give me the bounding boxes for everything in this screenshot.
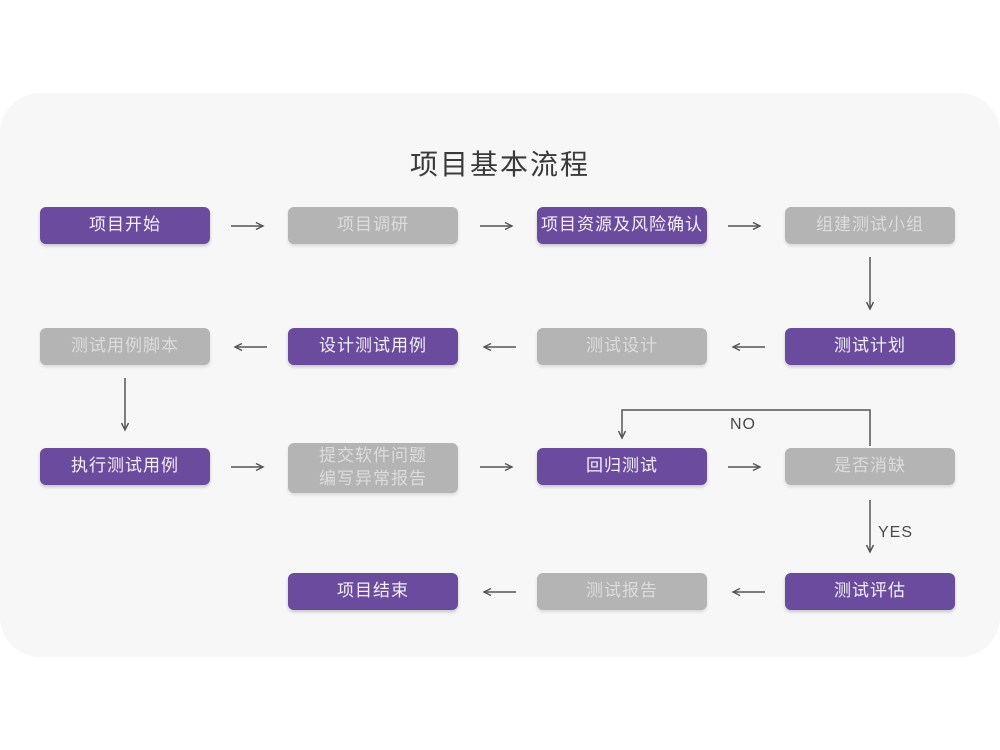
flow-node-test-report: 测试报告 (537, 573, 707, 610)
node-label: 回归测试 (586, 456, 658, 476)
flow-node-project-research: 项目调研 (288, 207, 458, 244)
node-label: 测试报告 (586, 581, 658, 601)
flow-node-build-test-team: 组建测试小组 (785, 207, 955, 244)
flow-node-run-cases: 执行测试用例 (40, 448, 210, 485)
node-label: 提交软件问题 (319, 446, 427, 466)
node-label: 执行测试用例 (71, 456, 179, 476)
node-label: 项目调研 (337, 215, 409, 235)
node-label-line2: 编写异常报告 (319, 469, 427, 488)
no-branch-label: NO (730, 416, 756, 433)
node-label: 设计测试用例 (319, 336, 427, 356)
flow-node-submit-issues: 提交软件问题 编写异常报告 (288, 443, 458, 493)
node-label: 组建测试小组 (816, 215, 924, 235)
node-label: 测试评估 (834, 581, 906, 601)
node-label: 测试设计 (586, 336, 658, 356)
flow-node-project-end: 项目结束 (288, 573, 458, 610)
yes-branch-label: YES (878, 524, 914, 541)
node-label: 是否消缺 (834, 456, 906, 476)
flow-node-design-cases: 设计测试用例 (288, 328, 458, 365)
flow-node-test-design: 测试设计 (537, 328, 707, 365)
node-label: 项目资源及风险确认 (541, 215, 703, 235)
flow-node-project-start: 项目开始 (40, 207, 210, 244)
flow-node-regression-test: 回归测试 (537, 448, 707, 485)
node-label: 项目开始 (89, 215, 161, 235)
page-title: 项目基本流程 (409, 149, 590, 180)
flow-node-test-plan: 测试计划 (785, 328, 955, 365)
flow-node-test-evaluation: 测试评估 (785, 573, 955, 610)
node-label: 测试用例脚本 (71, 336, 179, 356)
flow-node-defect-cleared: 是否消缺 (785, 448, 955, 485)
flow-node-case-script: 测试用例脚本 (40, 328, 210, 365)
flowchart-card (0, 93, 1000, 657)
flow-node-resources-risk: 项目资源及风险确认 (537, 207, 707, 244)
node-label: 项目结束 (337, 581, 409, 601)
node-label: 测试计划 (834, 336, 906, 356)
